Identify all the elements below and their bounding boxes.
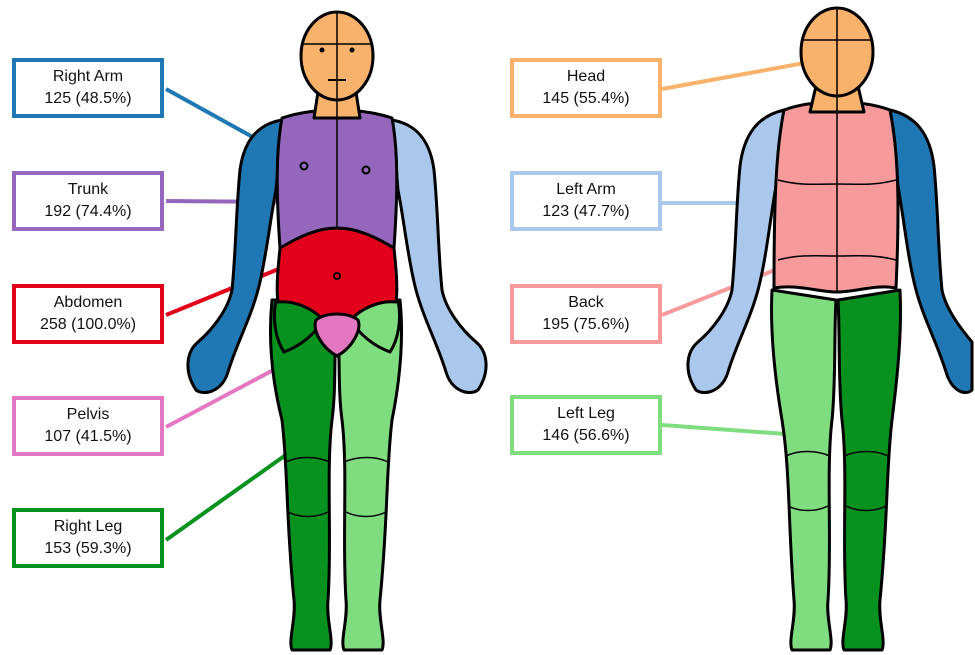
label-pelvis: Pelvis 107 (41.5%) (12, 396, 164, 456)
leader-left-leg (662, 425, 786, 434)
back-left-leg (771, 290, 836, 650)
label-back: Back 195 (75.6%) (510, 284, 662, 344)
label-trunk: Trunk 192 (74.4%) (12, 171, 164, 231)
front-body (188, 12, 486, 650)
label-right-leg-value: 153 (59.3%) (16, 538, 160, 560)
front-right-leg (270, 300, 336, 650)
front-left-leg (338, 300, 402, 650)
label-trunk-value: 192 (74.4%) (16, 201, 160, 223)
label-abdomen: Abdomen 258 (100.0%) (12, 284, 164, 344)
leader-right-leg (166, 452, 290, 540)
label-head-value: 145 (55.4%) (514, 88, 658, 110)
label-right-leg: Right Leg 153 (59.3%) (12, 508, 164, 568)
back-right-arm (890, 110, 972, 393)
label-head: Head 145 (55.4%) (510, 58, 662, 118)
label-right-arm-value: 125 (48.5%) (16, 88, 160, 110)
back-body (688, 8, 972, 650)
label-right-arm: Right Arm 125 (48.5%) (12, 58, 164, 118)
label-right-leg-name: Right Leg (16, 516, 160, 538)
front-left-arm (392, 120, 486, 393)
label-back-name: Back (514, 292, 658, 314)
front-eye-left (320, 48, 325, 53)
label-left-leg: Left Leg 146 (56.6%) (510, 395, 662, 455)
back-right-leg (838, 290, 901, 650)
label-left-arm: Left Arm 123 (47.7%) (510, 171, 662, 231)
label-left-leg-name: Left Leg (514, 403, 658, 425)
label-trunk-name: Trunk (16, 179, 160, 201)
label-right-arm-name: Right Arm (16, 66, 160, 88)
leader-head (662, 62, 810, 89)
label-abdomen-value: 258 (100.0%) (16, 314, 160, 336)
leader-right-arm (166, 89, 258, 140)
label-pelvis-name: Pelvis (16, 404, 160, 426)
front-eye-right (350, 48, 355, 53)
label-back-value: 195 (75.6%) (514, 314, 658, 336)
label-abdomen-name: Abdomen (16, 292, 160, 314)
back-left-arm (688, 110, 784, 393)
front-right-arm (188, 120, 282, 393)
label-pelvis-value: 107 (41.5%) (16, 426, 160, 448)
label-head-name: Head (514, 66, 658, 88)
back-back (774, 102, 898, 292)
label-left-arm-value: 123 (47.7%) (514, 201, 658, 223)
label-left-arm-name: Left Arm (514, 179, 658, 201)
label-left-leg-value: 146 (56.6%) (514, 425, 658, 447)
